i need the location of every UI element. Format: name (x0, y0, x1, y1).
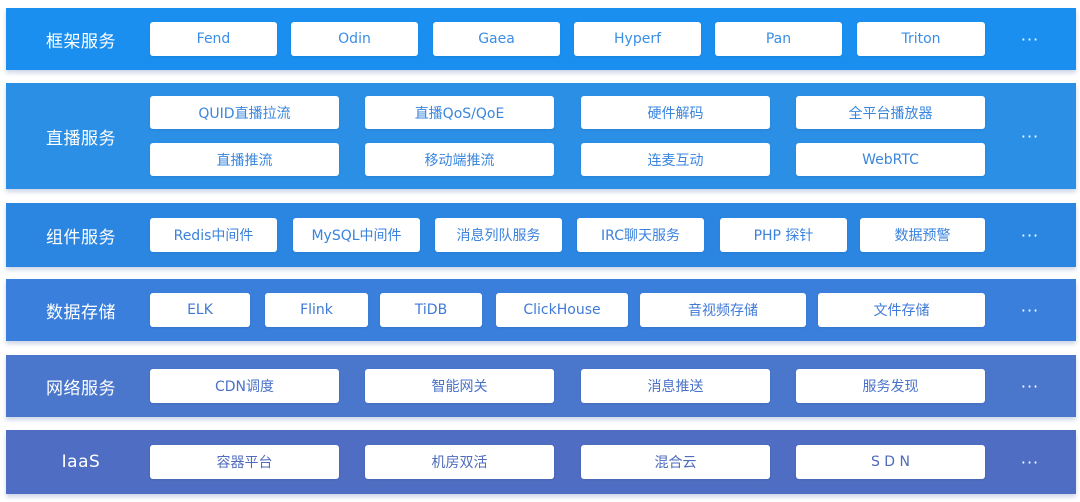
more-icon: ··· (1020, 300, 1040, 320)
layer-item: IRC聊天服务 (577, 218, 704, 252)
layer-item: 音视频存储 (640, 293, 806, 327)
layer-title: 组件服务 (46, 227, 116, 248)
layer-item: Hyperf (574, 22, 701, 56)
layer-item: Fend (150, 22, 277, 56)
layer-item: 连麦互动 (581, 143, 770, 176)
layer-item: TiDB (380, 293, 482, 327)
layer-item: Flink (265, 293, 368, 327)
layer-item: 消息推送 (581, 369, 770, 403)
layer-item: Triton (857, 22, 985, 56)
layer-title: 框架服务 (46, 31, 116, 52)
layer-data-storage: 数据存储 ELK Flink TiDB ClickHouse 音视频存储 文件存… (6, 279, 1076, 341)
layer-item: ClickHouse (496, 293, 628, 327)
layer-framework-services: 框架服务 Fend Odin Gaea Hyperf Pan Triton ··… (6, 8, 1076, 70)
layer-item: 移动端推流 (365, 143, 554, 176)
layer-title: 网络服务 (46, 378, 116, 399)
more-icon: ··· (1020, 225, 1040, 245)
layer-item: Redis中间件 (150, 218, 277, 252)
layer-item: CDN调度 (150, 369, 339, 403)
layer-live-services: 直播服务 QUID直播拉流 直播QoS/QoE 硬件解码 全平台播放器 直播推流… (6, 83, 1076, 189)
layer-item: Pan (715, 22, 842, 56)
layer-item: 文件存储 (818, 293, 985, 327)
more-icon: ··· (1020, 29, 1040, 49)
layer-item: 机房双活 (365, 445, 554, 479)
layer-title: 数据存储 (46, 302, 116, 323)
layer-iaas: IaaS 容器平台 机房双活 混合云 S D N ··· (6, 430, 1076, 494)
layer-item: 全平台播放器 (796, 96, 985, 129)
layer-title: IaaS (61, 452, 101, 472)
layer-item: Gaea (433, 22, 560, 56)
layer-item: 直播QoS/QoE (365, 96, 554, 129)
layer-item: Odin (291, 22, 418, 56)
layer-item: 服务发现 (796, 369, 985, 403)
more-icon: ··· (1020, 376, 1040, 396)
layer-item: MySQL中间件 (293, 218, 420, 252)
layer-item: 硬件解码 (581, 96, 770, 129)
layer-item: 直播推流 (150, 143, 339, 176)
layer-item: ELK (150, 293, 250, 327)
layer-item: S D N (796, 445, 985, 479)
layer-item: 智能网关 (365, 369, 554, 403)
layer-item: QUID直播拉流 (150, 96, 339, 129)
layer-item: WebRTC (796, 143, 985, 176)
layer-item: 容器平台 (150, 445, 339, 479)
layer-item: PHP 探针 (720, 218, 847, 252)
layer-item: 消息列队服务 (435, 218, 562, 252)
more-icon: ··· (1020, 126, 1040, 146)
layer-network-services: 网络服务 CDN调度 智能网关 消息推送 服务发现 ··· (6, 355, 1076, 417)
layer-item: 数据预警 (860, 218, 985, 252)
layer-component-services: 组件服务 Redis中间件 MySQL中间件 消息列队服务 IRC聊天服务 PH… (6, 203, 1076, 267)
layer-item: 混合云 (581, 445, 770, 479)
more-icon: ··· (1020, 452, 1040, 472)
layer-title: 直播服务 (46, 128, 116, 149)
